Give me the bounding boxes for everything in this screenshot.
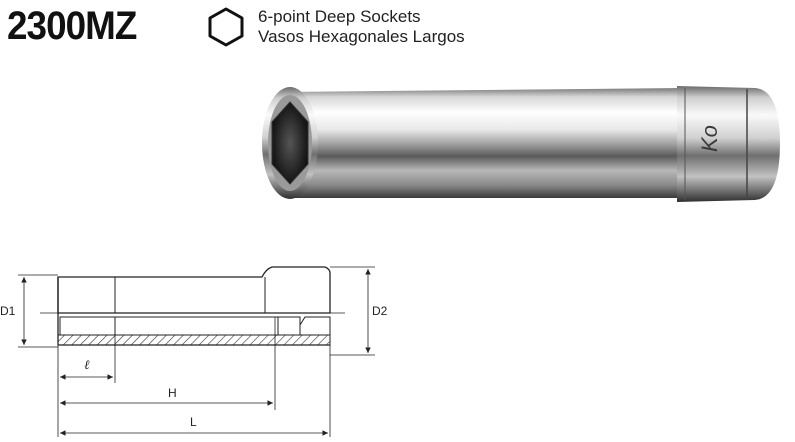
label-l: L xyxy=(190,415,197,429)
model-number: 2300MZ xyxy=(7,4,137,48)
label-l-small: ℓ xyxy=(84,357,90,372)
description-spanish: Vasos Hexagonales Largos xyxy=(258,27,465,46)
brand-marking: Ko xyxy=(697,125,722,152)
deep-socket-photo: Ko xyxy=(262,86,780,202)
hex-bore xyxy=(271,101,309,185)
hexagon-icon xyxy=(208,7,244,47)
dimension-drawing: D1 D2 ℓ H L xyxy=(0,266,388,437)
label-h: H xyxy=(168,386,177,400)
socket-outline xyxy=(57,266,331,314)
description-english: 6-point Deep Sockets xyxy=(258,7,421,26)
section-hatch xyxy=(57,334,331,346)
label-d2: D2 xyxy=(372,304,388,318)
socket-shank xyxy=(285,88,685,198)
product-description: 6-point Deep Sockets Vasos Hexagonales L… xyxy=(258,7,465,47)
label-d1: D1 xyxy=(0,304,16,318)
socket-drive-end xyxy=(677,86,780,202)
